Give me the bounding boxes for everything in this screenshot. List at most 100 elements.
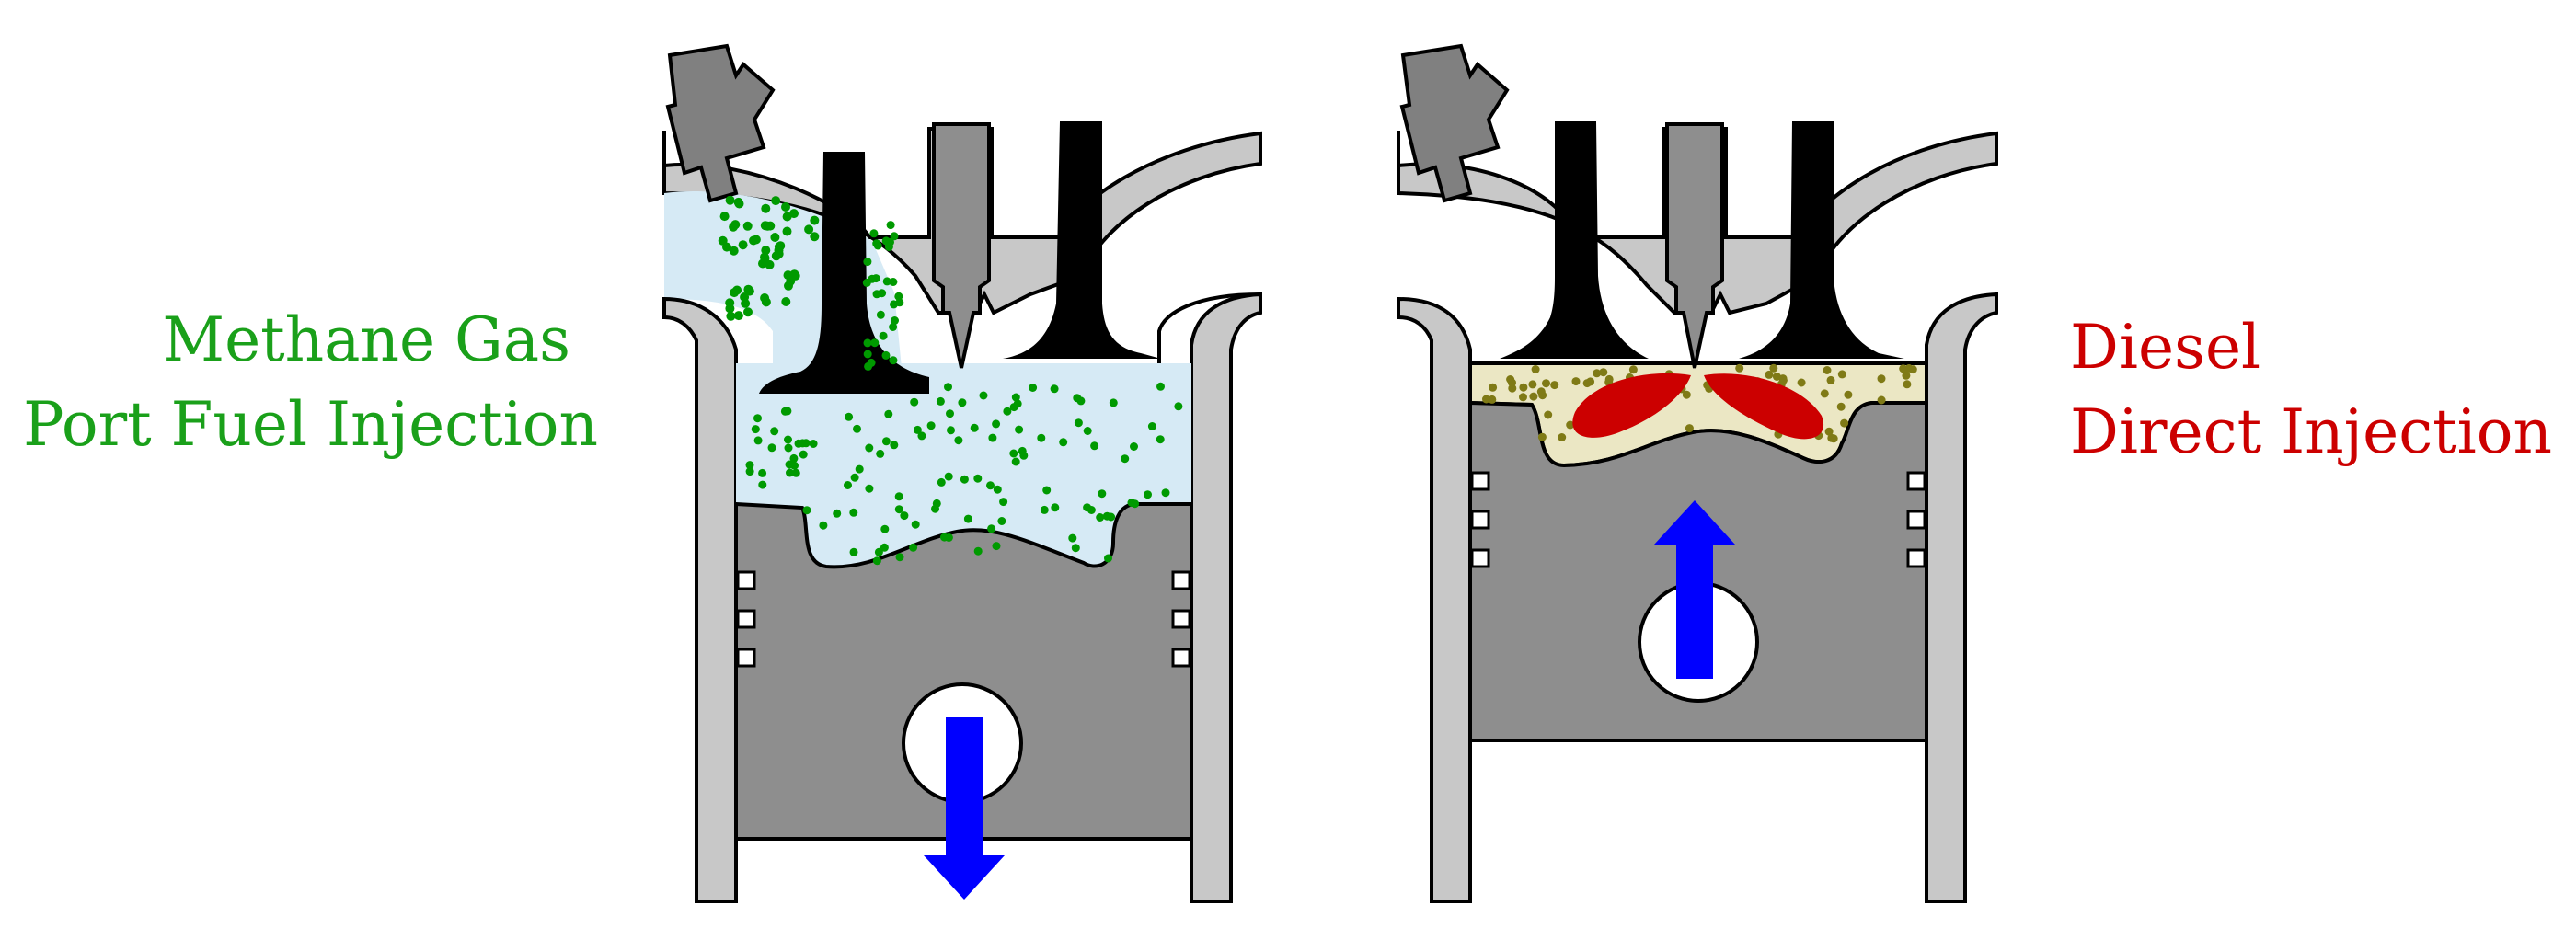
particle <box>845 412 854 421</box>
particle <box>1098 489 1107 499</box>
particle <box>954 436 963 445</box>
particle <box>944 472 953 481</box>
particle <box>944 533 953 542</box>
particle <box>786 276 796 286</box>
particle <box>1156 382 1165 391</box>
port-fuel-injector-icon <box>665 43 776 203</box>
particle <box>801 439 811 448</box>
particle <box>1537 432 1547 441</box>
direct-injection-text: Direct Injection <box>2070 396 2553 467</box>
particle <box>758 480 767 489</box>
particle <box>1127 499 1136 507</box>
particle <box>993 485 1002 494</box>
particle <box>1076 396 1086 406</box>
particle <box>770 427 779 436</box>
particle <box>1508 384 1517 393</box>
particle <box>884 409 893 418</box>
particle <box>1040 505 1049 514</box>
particle <box>894 505 903 514</box>
particle <box>863 350 872 359</box>
particle <box>997 517 1006 525</box>
particle <box>809 440 818 448</box>
particle <box>1544 410 1553 419</box>
particle <box>963 514 972 523</box>
particle <box>1144 490 1152 499</box>
cylinder-wall-left <box>1397 296 1472 903</box>
particle <box>1836 402 1846 411</box>
particle <box>890 232 899 241</box>
particle <box>1735 363 1744 373</box>
piston-ring-slot <box>736 648 756 668</box>
particle <box>1174 402 1183 411</box>
particle <box>771 196 781 206</box>
particle <box>1682 390 1691 399</box>
particle <box>810 215 820 225</box>
particle <box>973 546 983 556</box>
particle <box>784 435 792 444</box>
piston-ring-slot <box>1171 570 1191 590</box>
particle <box>1051 503 1060 512</box>
particle <box>1083 503 1092 512</box>
particle <box>1019 451 1029 460</box>
diesel-spray-right <box>1704 373 1824 440</box>
particle <box>1593 369 1602 378</box>
particle <box>1506 375 1515 384</box>
particle <box>833 509 842 518</box>
particle <box>804 224 814 235</box>
particle <box>986 481 995 490</box>
particle <box>733 311 743 321</box>
particle <box>1011 457 1020 466</box>
piston-rings <box>1470 471 1926 568</box>
particle <box>1156 435 1165 444</box>
particle <box>999 498 1008 507</box>
particle <box>799 450 808 459</box>
particle <box>1899 364 1908 373</box>
center-spark-plug <box>932 122 991 369</box>
particle <box>992 419 1001 429</box>
diesel-text: Diesel <box>2070 312 2261 383</box>
particle <box>894 492 903 501</box>
particle <box>1566 420 1575 430</box>
piston-ring-slot <box>1171 648 1191 668</box>
right-engine-cylinder <box>1397 43 1998 903</box>
particle <box>789 209 799 219</box>
particle <box>1059 438 1068 447</box>
particle <box>946 409 954 418</box>
piston-ring-slot <box>1906 471 1926 491</box>
particle <box>1042 486 1052 495</box>
particle <box>782 226 792 236</box>
particle <box>1009 449 1018 458</box>
particle <box>745 461 754 470</box>
piston-rings <box>736 570 1191 668</box>
particle <box>1558 433 1567 441</box>
particle <box>872 556 881 566</box>
exhaust-valve <box>1739 121 1904 359</box>
particle <box>1877 374 1886 384</box>
particle <box>1550 381 1559 390</box>
particle <box>891 316 899 325</box>
particle <box>880 524 890 533</box>
particle <box>1571 377 1581 386</box>
particle <box>889 323 898 331</box>
particle <box>740 292 750 302</box>
particle <box>725 195 735 205</box>
particle <box>992 542 1001 551</box>
particle <box>1011 393 1020 402</box>
particle <box>802 506 811 515</box>
particle <box>743 284 753 294</box>
particle <box>889 356 898 365</box>
particle <box>1037 433 1046 442</box>
particle <box>1090 441 1099 451</box>
particle <box>853 424 861 433</box>
particle <box>1586 377 1595 386</box>
particle <box>743 307 753 317</box>
particle <box>1778 374 1788 384</box>
particle <box>937 477 946 487</box>
particle <box>810 232 820 242</box>
left-engine-cylinder <box>662 43 1262 903</box>
exhaust-port-wall <box>1157 292 1261 363</box>
particle <box>947 426 955 435</box>
particle <box>1071 544 1080 553</box>
particle <box>1121 454 1130 464</box>
